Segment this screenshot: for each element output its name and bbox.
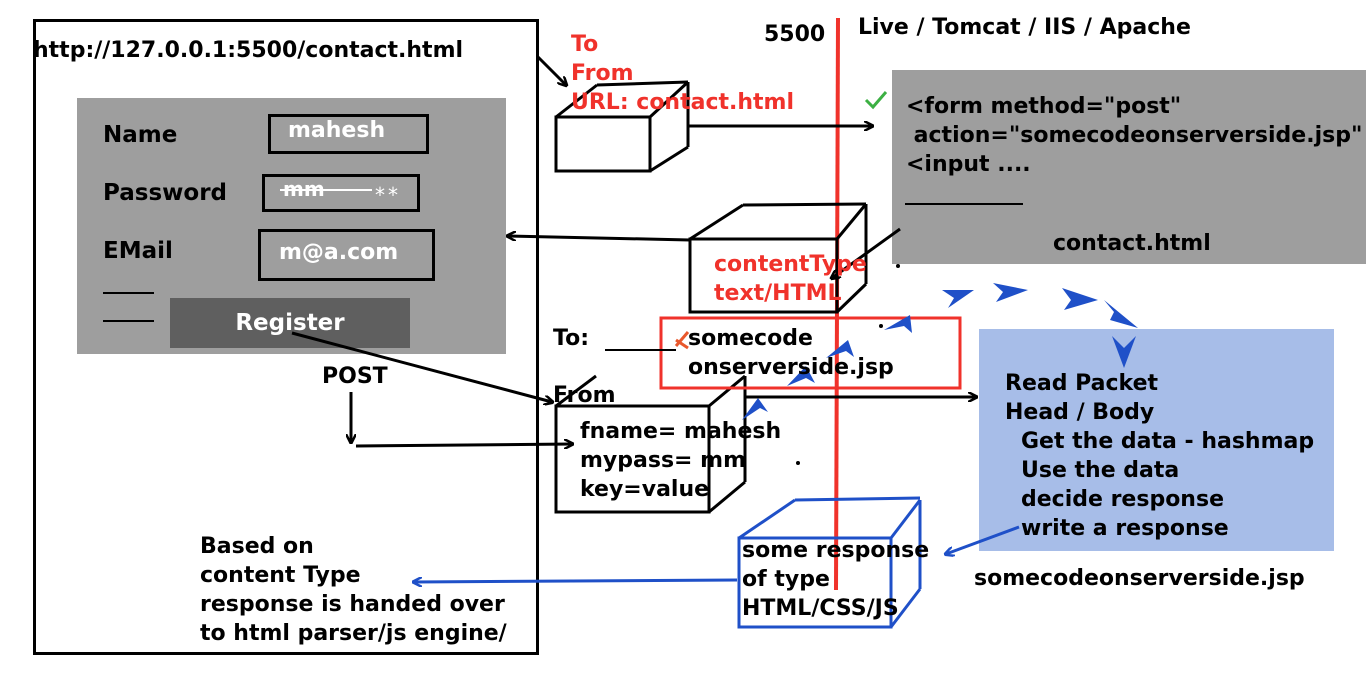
handover-line-4: to html parser/js engine/: [200, 621, 507, 646]
post-label: POST: [322, 364, 388, 389]
request-to-label: To: [571, 32, 599, 57]
email-label: EMail: [103, 238, 173, 264]
chevron-icon: [993, 283, 1028, 302]
jsp-file-name: somecodeonserverside.jsp: [974, 566, 1305, 591]
jsp-line-1: Read Packet: [1005, 371, 1159, 396]
post-to-packet-arrow: [355, 444, 572, 446]
chevron-icon: [826, 340, 854, 358]
jsp-line-3: Get the data - hashmap: [1021, 429, 1315, 454]
code-line-2: action="somecodeonserverside.jsp": [906, 123, 1363, 148]
handover-line-2: content Type: [200, 563, 361, 588]
check-mark-icon: [864, 91, 888, 110]
register-button[interactable]: Register: [170, 298, 410, 348]
password-label: Password: [103, 180, 227, 206]
jsp-process-text: Read Packet Head / Body Get the data - h…: [1005, 369, 1314, 543]
request-url-label: URL: contact.html: [571, 90, 795, 115]
url-to-packet-arrow: [536, 55, 566, 85]
request-packet-box: [554, 80, 690, 173]
name-label: Name: [103, 122, 178, 148]
to-address-box: [659, 316, 962, 390]
register-to-post-arrow: [291, 331, 552, 402]
name-input-value: mahesh: [288, 118, 386, 143]
response-box-text: some response of type HTML/CSS/JS: [742, 536, 929, 623]
dot: [896, 264, 900, 268]
handover-line-1: Based on: [200, 534, 314, 559]
contact-file-code: <form method="post" action="somecodeonse…: [906, 92, 1362, 179]
post-to-label: To:: [553, 326, 589, 351]
url-text: http://127.0.0.1:5500/contact.html: [33, 38, 464, 63]
code-line-3: <input ....: [906, 152, 1031, 177]
chevron-icon: [1112, 336, 1136, 368]
chevron-icon: [884, 315, 912, 333]
browser-window: [33, 19, 539, 655]
jsp-line-6: write a response: [1021, 516, 1229, 541]
chevron-icon: [742, 398, 768, 420]
jsp-process-panel: [979, 329, 1334, 551]
response-box: [737, 496, 922, 629]
jsp-line-5: decide response: [1021, 487, 1224, 512]
post-from-label: From: [553, 383, 616, 408]
email-input[interactable]: m@a.com: [258, 229, 435, 281]
chevron-icon: [942, 290, 974, 308]
code-blank-line: [905, 203, 1023, 205]
response-line-1: some response: [742, 538, 930, 563]
name-input[interactable]: mahesh: [268, 114, 429, 154]
post-to-line-1: somecode: [688, 326, 813, 351]
post-body-line-3: key=value: [580, 477, 710, 502]
response-packet-box: [688, 202, 868, 314]
handover-note: Based on content Type response is handed…: [200, 532, 507, 648]
content-type-value: text/HTML: [714, 281, 842, 306]
handover-line-3: response is handed over: [200, 592, 505, 617]
password-masked-value: **: [375, 183, 401, 207]
request-from-label: From: [571, 61, 634, 86]
file-to-response-arrow: [832, 227, 901, 278]
server-port: 5500: [764, 22, 826, 47]
contact-file-panel: <form method="post" action="somecodeonse…: [892, 70, 1366, 264]
response-line-2: of type: [742, 567, 830, 592]
chevron-icon: [1062, 288, 1098, 310]
code-line-1: <form method="post": [906, 94, 1182, 119]
jsp-line-2: Head / Body: [1005, 400, 1155, 425]
jsp-to-response-blue-arrow: [946, 525, 1020, 554]
server-title: Live / Tomcat / IIS / Apache: [858, 15, 1191, 40]
post-body-line-1: fname= mahesh: [580, 419, 782, 444]
response-to-browser-blue-arrow: [414, 580, 738, 582]
response-to-browser-arrow: [508, 236, 691, 242]
request-packet-text: To From URL: contact.html: [571, 30, 794, 117]
content-type-label: contentType: [714, 252, 867, 277]
post-body-line-2: mypass= mm: [580, 448, 746, 473]
contact-file-name: contact.html: [1053, 231, 1211, 256]
chevron-icon: [787, 366, 815, 386]
response-line-3: HTML/CSS/JS: [742, 596, 899, 621]
post-body: fname= mahesh mypass= mm key=value: [580, 417, 781, 504]
post-packet-box: [554, 374, 747, 514]
email-input-value: m@a.com: [279, 240, 399, 265]
dot: [796, 461, 800, 465]
jsp-line-4: Use the data: [1021, 458, 1180, 483]
flow-chevrons: [742, 283, 1138, 420]
cross-mark-icon: [674, 331, 690, 350]
chevron-icon: [1104, 300, 1138, 328]
dot: [879, 324, 883, 328]
post-to-value: somecode onserverside.jsp: [688, 324, 894, 382]
response-packet-text: contentType text/HTML: [714, 250, 867, 308]
post-to-line-2: onserverside.jsp: [688, 355, 894, 380]
